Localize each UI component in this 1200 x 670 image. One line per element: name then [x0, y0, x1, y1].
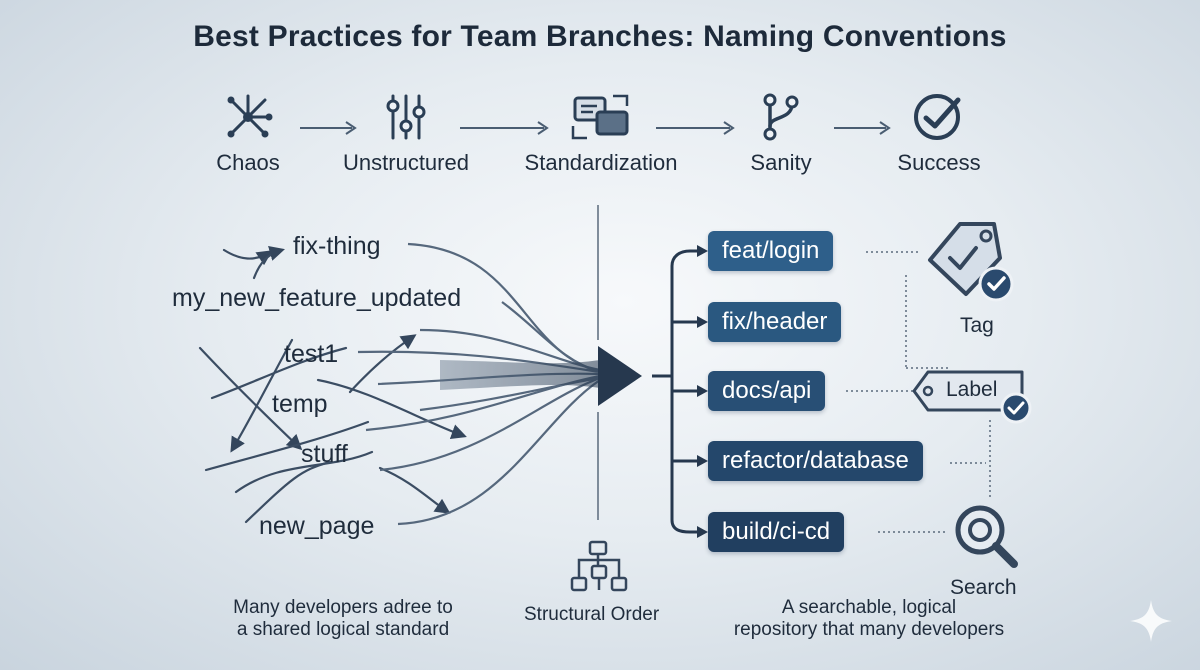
chaotic-branch-name: new_page [259, 512, 375, 540]
flow-arrow-icon [656, 121, 735, 135]
branch-pill-docs-api: docs/api [708, 371, 826, 411]
stage-unstructured: Unstructured [326, 92, 486, 176]
chaotic-branch-name: my_new_feature_updated [172, 284, 462, 312]
label-tag-icon [912, 370, 1032, 424]
sliders-icon [386, 94, 426, 140]
chaotic-branch-name: temp [272, 390, 328, 418]
stage-sanity: Sanity [701, 92, 861, 176]
tag-label: Tag [960, 314, 994, 337]
caption-center: Structural Order [524, 604, 660, 625]
caption-line: A searchable, logical [781, 597, 957, 618]
caption-right: A searchable, logical repository that ma… [704, 597, 1034, 641]
stage-label: Success [897, 150, 981, 175]
search-icon [955, 505, 1018, 568]
chaotic-branch-name: stuff [301, 440, 348, 468]
chaotic-branch-name: fix-thing [293, 232, 381, 260]
caption-line: repository that many developers [733, 619, 1005, 640]
chaotic-branch-name: test1 [284, 340, 339, 368]
stage-label: Chaos [216, 150, 280, 175]
stage-label: Unstructured [343, 150, 469, 175]
stage-label: Sanity [750, 150, 812, 175]
branch-pill-fix-header: fix/header [708, 302, 842, 342]
flow-arrow-icon [460, 121, 549, 135]
flow-arrow-icon [834, 121, 891, 135]
stage-chaos: Chaos [168, 92, 328, 176]
branch-pill-build-ci-cd: build/ci-cd [708, 512, 845, 552]
sparkle-icon [1130, 600, 1172, 642]
hierarchy-icon [570, 540, 628, 592]
branch-pill-feat-login: feat/login [708, 231, 834, 271]
search-label: Search [950, 576, 1017, 599]
git-branch-icon [763, 93, 799, 141]
stage-standardization: Standardization [521, 92, 681, 176]
stage-label: Standardization [524, 150, 678, 175]
branch-pill-refactor-database: refactor/database [708, 441, 923, 481]
check-circle-icon [914, 94, 961, 140]
page-title: Best Practices for Team Branches: Naming… [193, 20, 1007, 53]
caption-line: a shared logical standard [236, 619, 450, 640]
stage-success: Success [859, 92, 1019, 176]
scatter-icon [227, 94, 273, 138]
caption-line: Many developers adree to [233, 597, 453, 618]
convert-icon [571, 94, 629, 140]
tag-icon [928, 222, 1014, 302]
label-badge-text: Label [946, 378, 998, 401]
flow-arrow-icon [300, 121, 357, 135]
caption-left: Many developers adree to a shared logica… [208, 597, 478, 641]
